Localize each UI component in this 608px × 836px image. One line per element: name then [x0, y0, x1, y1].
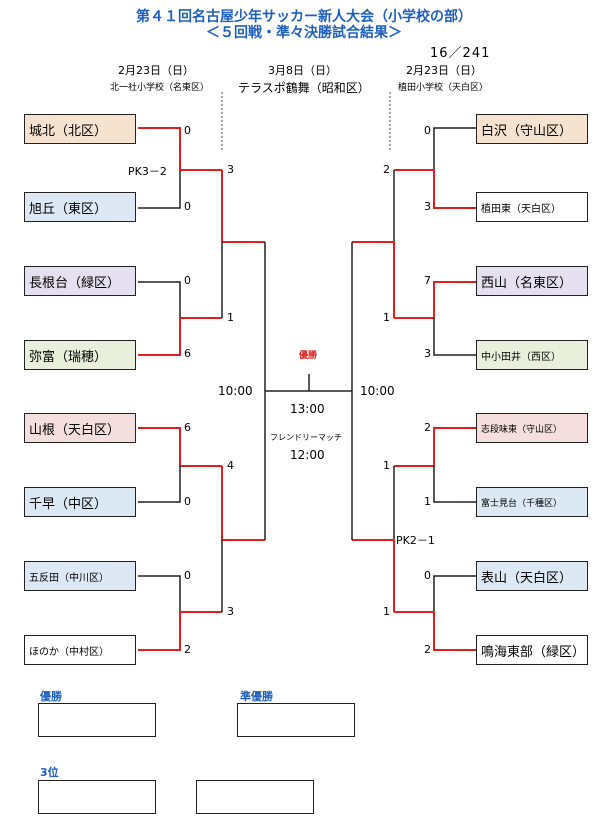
final-time: 13:00 — [290, 402, 325, 416]
r2-score-right-4: 1 — [383, 605, 390, 618]
team-right-1: 白沢（守山区） — [476, 114, 588, 144]
champion-label: 優勝 — [299, 351, 318, 361]
left-venue: 北一社小学校（名東区） — [110, 83, 210, 93]
r2-score-left-3: 4 — [227, 459, 234, 472]
team-right-7: 表山（天白区） — [476, 561, 588, 591]
team-left-2: 旭丘（東区） — [24, 192, 136, 222]
title-line2: ＜５回戦・準々決勝試合結果＞ — [206, 25, 402, 41]
score-left-7: 0 — [184, 569, 191, 582]
r2-score-left-1: 3 — [227, 163, 234, 176]
right-venue: 植田小学校（天白区） — [398, 83, 489, 93]
team-left-4: 弥富（瑞穂） — [24, 340, 136, 370]
team-right-2: 植田東（天白区） — [476, 192, 588, 222]
score-right-1: 0 — [424, 124, 431, 137]
score-left-6: 0 — [184, 495, 191, 508]
third-place-box-2 — [196, 780, 314, 814]
center-venue: テラスポ鶴舞（昭和区） — [238, 81, 370, 95]
team-right-6: 富士見台（千種区） — [476, 487, 588, 517]
third-place-label: 3位 — [40, 766, 59, 779]
team-left-1: 城北（北区） — [24, 114, 136, 144]
score-right-6: 1 — [424, 495, 431, 508]
r2-score-left-2: 1 — [227, 311, 234, 324]
score-left-1: 0 — [184, 124, 191, 137]
right-date: 2月23日（日） — [406, 64, 482, 77]
champion-box — [38, 703, 156, 737]
score-left-8: 2 — [184, 643, 191, 656]
team-left-7: 五反田（中川区） — [24, 561, 136, 591]
team-left-3: 長根台（緑区） — [24, 266, 136, 296]
team-right-8: 鳴海東部（緑区） — [476, 635, 588, 665]
document-code: 16／241 — [430, 46, 491, 61]
team-left-8: ほのか（中村区） — [24, 635, 136, 665]
team-right-5: 志段味東（守山区） — [476, 413, 588, 443]
score-right-2: 3 — [424, 200, 431, 213]
r2-score-right-3: 1 — [383, 459, 390, 472]
left-date: 2月23日（日） — [118, 64, 194, 77]
time-right: 10:00 — [360, 384, 395, 398]
score-left-2: 0 — [184, 200, 191, 213]
runner-up-result-label: 準優勝 — [240, 690, 273, 703]
score-right-8: 2 — [424, 643, 431, 656]
score-left-4: 6 — [184, 347, 191, 360]
friendly-label: フレンドリーマッチ — [270, 433, 342, 442]
champion-result-label: 優勝 — [40, 690, 62, 703]
score-right-3: 7 — [424, 274, 431, 287]
r2-score-left-4: 3 — [227, 605, 234, 618]
score-left-5: 6 — [184, 421, 191, 434]
friendly-time: 12:00 — [290, 448, 325, 462]
team-right-3: 西山（名東区） — [476, 266, 588, 296]
pk-right: PK2－1 — [396, 534, 435, 547]
runner-up-box — [237, 703, 355, 737]
time-left: 10:00 — [218, 384, 253, 398]
score-right-5: 2 — [424, 421, 431, 434]
center-date: 3月8日（日） — [268, 64, 337, 77]
title-line1: 第４１回名古屋少年サッカー新人大会（小学校の部） — [136, 9, 472, 25]
team-left-6: 千早（中区） — [24, 487, 136, 517]
r2-score-right-1: 2 — [383, 163, 390, 176]
team-right-4: 中小田井（西区） — [476, 340, 588, 370]
r2-score-right-2: 1 — [383, 311, 390, 324]
score-right-7: 0 — [424, 569, 431, 582]
pk-left: PK3－2 — [128, 165, 167, 178]
score-right-4: 3 — [424, 347, 431, 360]
team-left-5: 山根（天白区） — [24, 413, 136, 443]
score-left-3: 0 — [184, 274, 191, 287]
third-place-box-1 — [38, 780, 156, 814]
